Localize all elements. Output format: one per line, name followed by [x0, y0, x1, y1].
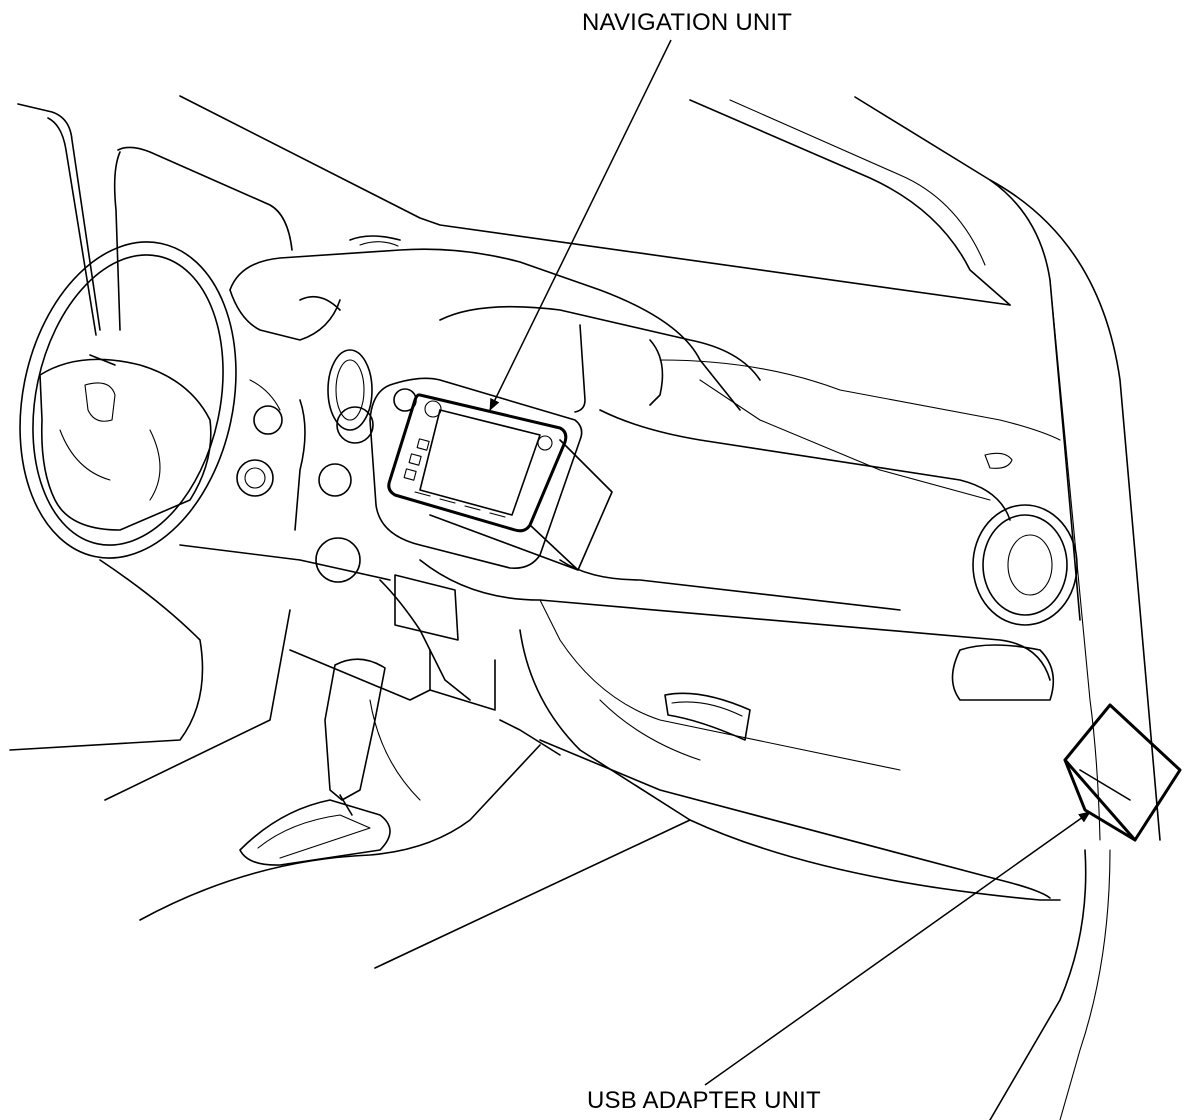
navigation-unit-label: NAVIGATION UNIT [582, 9, 793, 36]
glovebox-handle [664, 692, 751, 741]
dashboard-body [419, 409, 1061, 901]
right-door-frame [989, 179, 1161, 1120]
windshield-lines [179, 95, 1081, 621]
usb-leader-line [704, 811, 1091, 1086]
nav-leader-line [489, 39, 672, 411]
steering-wheel [19, 241, 237, 559]
usb-adapter-unit-label: USB ADAPTER UNIT [587, 1087, 821, 1114]
dashboard-top [229, 235, 1061, 501]
usb-adapter-unit [1063, 703, 1182, 842]
left-door-frame [17, 103, 293, 336]
navigation-unit [387, 393, 613, 571]
right-air-vent [951, 452, 1078, 701]
callout-leaders [489, 39, 1091, 1086]
center-stack [369, 377, 583, 711]
instrument-cluster [9, 289, 391, 801]
shift-lever [139, 649, 691, 969]
